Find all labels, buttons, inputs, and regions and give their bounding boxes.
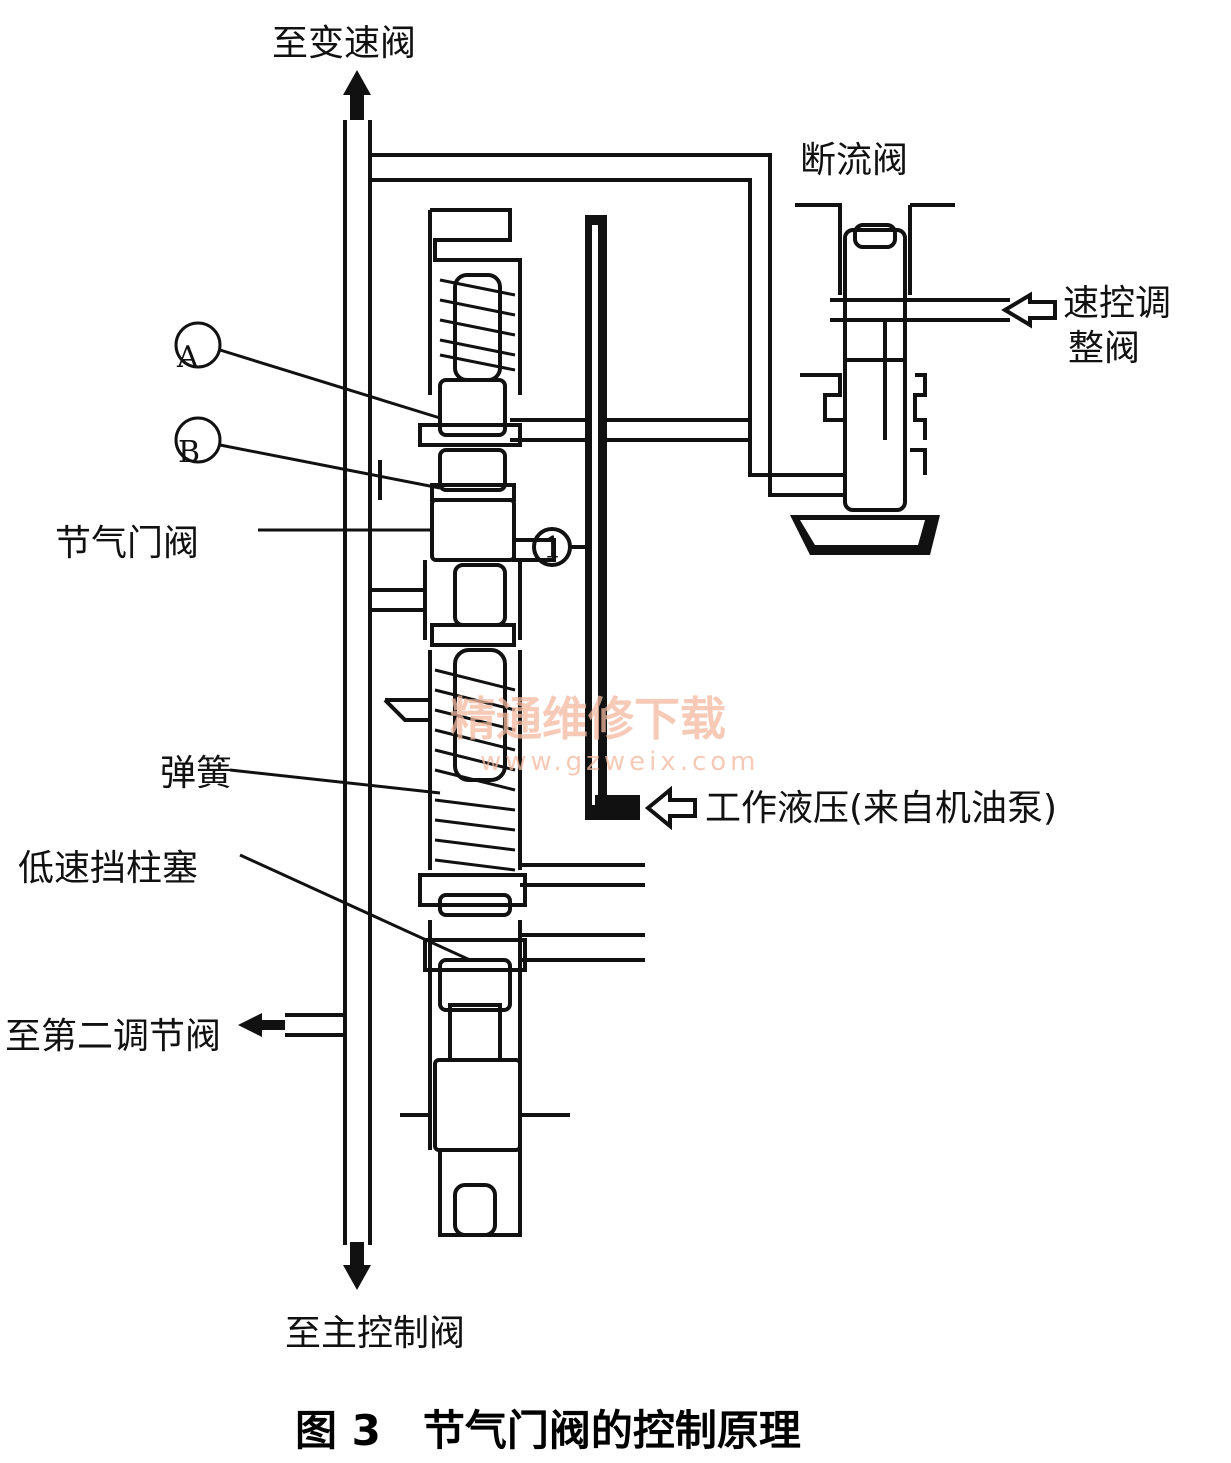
callout-b: B: [178, 435, 200, 470]
callout-1: 1: [543, 531, 562, 566]
working-pressure-channel: [585, 215, 697, 831]
label-throttle-valve: 节气门阀: [55, 523, 199, 564]
label-to-shift-valve: 至变速阀: [272, 23, 416, 64]
watermark-url: www.gzweix.com: [480, 747, 760, 777]
watermark-text: 精通维修下载: [450, 692, 726, 746]
label-speed-control-regulator-1: 速控调: [1063, 283, 1171, 324]
cutoff-valve: [790, 203, 1057, 555]
second-regulator-passage: [238, 1013, 345, 1037]
low-gear-plunger: [400, 920, 570, 1237]
leader-lines: [219, 348, 471, 962]
throttle-valve-body: [370, 208, 595, 647]
callout-a-circle: [174, 321, 222, 369]
main-vertical-passage: [343, 70, 372, 1290]
label-speed-control-regulator-2: 整阀: [1068, 328, 1140, 369]
label-to-second-regulator: 至第二调节阀: [5, 1016, 221, 1057]
label-to-main-control: 至主控制阀: [285, 1313, 465, 1354]
label-low-gear-plunger: 低速挡柱塞: [18, 848, 198, 889]
cross-passage: [510, 418, 750, 442]
label-working-pressure: 工作液压(来自机油泵): [705, 788, 1057, 829]
figure-caption: 图 3 节气门阀的控制原理: [295, 1406, 801, 1455]
label-spring: 弹簧: [160, 753, 232, 794]
lower-spring-section: [383, 648, 645, 962]
label-cutoff-valve: 断流阀: [800, 140, 908, 181]
callout-a: A: [176, 340, 199, 375]
callout-b-circle: [174, 416, 222, 464]
top-passage: [368, 153, 845, 497]
